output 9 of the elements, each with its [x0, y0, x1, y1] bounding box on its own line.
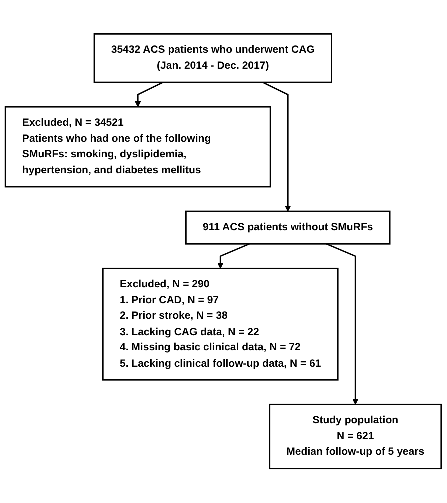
node-box: Excluded, N = 290 1. Prior CAD, N = 97 2. Prior stroke, N = 38 3. Lacking CAG data, N = 22 4. Missing basic clinical data, N = 72 5. Lacking clinical follow-up data, N = 61	[102, 268, 339, 381]
arrow	[218, 244, 250, 269]
arrow	[135, 82, 164, 108]
node-box: 911 ACS patients without SMuRFs	[185, 210, 391, 245]
arrow	[262, 82, 292, 212]
arrow	[326, 244, 359, 405]
node-box: Excluded, N = 34521 Patients who had one of the following SMuRFs: smoking, dyslipidemia, hypertension, and diabetes mellitus	[4, 106, 272, 188]
node-box: 35432 ACS patients who underwent CAG (Jan. 2014 - Dec. 2017)	[94, 33, 332, 84]
node-box: Study population N = 621 Median follow-up of 5 years	[269, 404, 442, 470]
